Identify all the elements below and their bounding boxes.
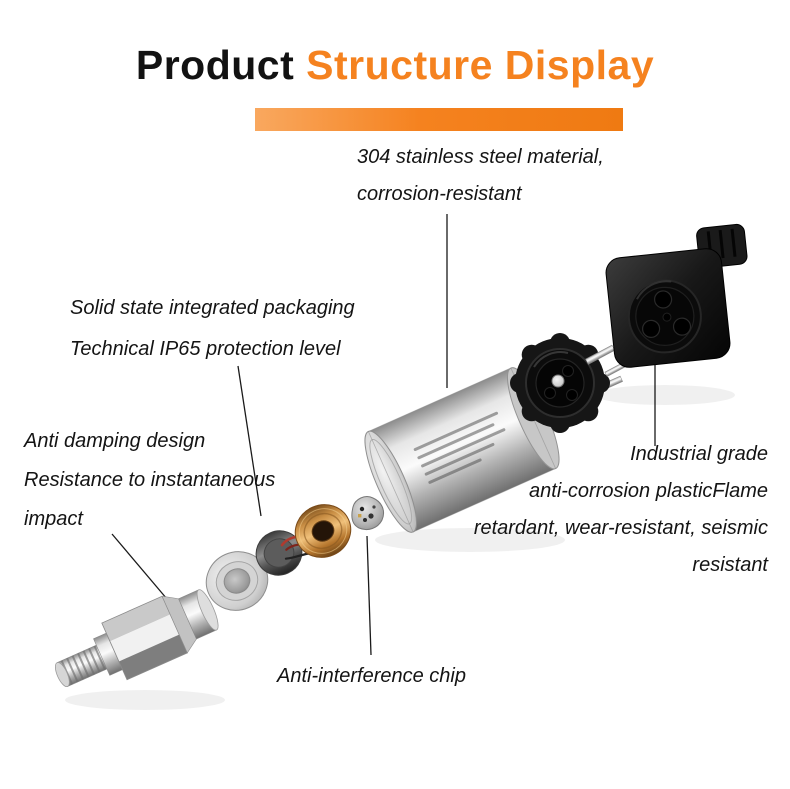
annotation-industrial-grade: Industrial grade anti-corrosion plasticF… [474,436,768,584]
title-underline-bar [255,108,623,131]
annotation-line: 304 stainless steel material, [357,146,604,168]
annotation-line: Anti-interference chip [277,665,466,687]
annotation-line: impact [24,508,83,530]
annotation-line: Anti damping design [24,430,206,452]
annotation-stainless-steel: 304 stainless steel material, corrosion-… [357,139,604,213]
leader-line-chip [366,535,372,656]
annotation-line: Industrial grade [630,443,768,465]
diaphragm-disc-part [205,551,269,611]
annotation-line: Resistance to instantaneous [24,469,276,491]
leader-line-packaging [237,365,262,517]
anti-interference-chip-part [351,496,385,531]
annotation-line: anti-corrosion plasticFlame [529,480,768,502]
soft-shadows [65,385,735,710]
copper-coil-part [294,504,352,558]
annotation-packaging: Solid state integrated packaging Technic… [70,288,355,370]
page-title: Product Structure Display [0,42,790,89]
annotation-damping: Anti damping design Resistance to instan… [24,422,275,539]
hex-fitting-part [54,589,219,688]
annotation-line: Technical IP65 protection level [70,338,341,360]
title-structure-display: Structure Display [306,42,655,88]
annotation-line: resistant [692,554,768,576]
title-product: Product [135,42,307,88]
annotation-line: corrosion-resistant [357,183,522,205]
flange-part [510,333,623,433]
leader-lines [111,214,656,656]
leader-line-damping [111,533,168,600]
body-label-print [413,411,506,484]
annotation-anti-interference-chip: Anti-interference chip [277,658,466,695]
annotation-line: retardant, wear-resistant, seismic [473,517,768,539]
annotation-line: Solid state integrated packaging [70,297,355,319]
din-connector-part [585,223,748,377]
